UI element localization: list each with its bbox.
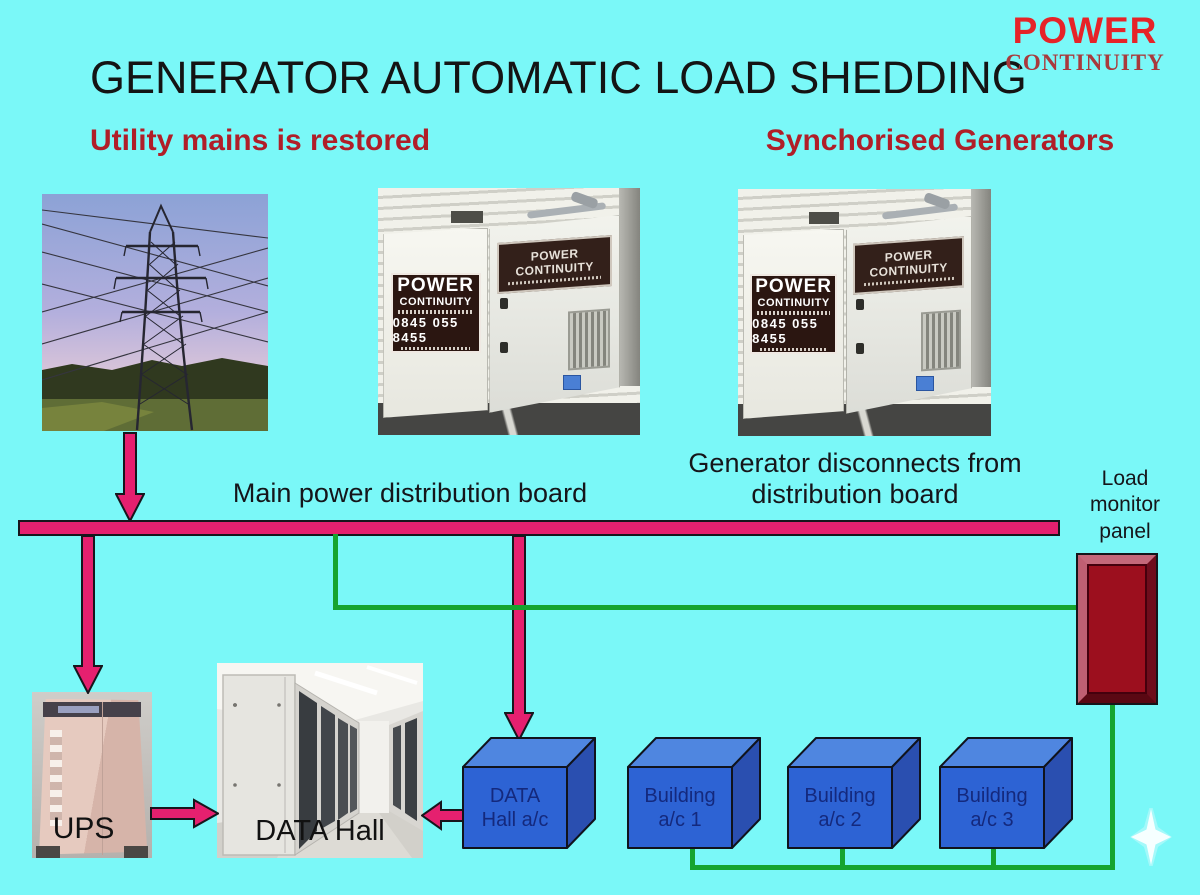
sign-continuity-text: CONTINUITY [757,297,830,310]
data-hall-label: DATA Hall [255,815,385,847]
arrow-bus-to-datahall-ac [504,536,534,741]
ups-door-seam [101,701,103,855]
wire-bus-to-monitor-drop [333,534,338,610]
ups-vents [50,730,62,827]
generator-side-panel: POWER CONTINUITY [845,216,973,414]
exhaust-pipes [527,195,606,220]
rating-sticker [916,376,935,392]
exhaust-pipes [882,196,958,221]
wire-to-load-monitor [333,605,1080,610]
wire-monitor-to-buildings [1110,700,1115,870]
ac-box-label: DATA Hall a/c [481,784,549,831]
sign-continuity-text: CONTINUITY [399,296,472,309]
arrow-ac-to-datahall [421,800,464,831]
logo-word-power: POWER [1012,10,1158,51]
generator-louver-vent [567,308,610,371]
sign-power-text: POWER [755,276,833,298]
building-ac-1-box: Building a/c 1 [627,737,761,849]
ac-box-label: Building a/c 1 [644,784,716,831]
door-latch [855,299,864,311]
wire-building3-drop [991,845,996,870]
generator-disconnect-label: Generator disconnects from distribution … [688,448,1022,510]
wall-pillar [970,189,991,387]
side-sign-brand-text: POWER CONTINUITY [869,246,948,280]
door-latch [855,342,864,354]
arrow-mains-to-bus [115,432,145,522]
ups-foot [35,846,60,858]
sign-fine-print [757,311,831,316]
generator-side-sign: POWER CONTINUITY [853,235,965,296]
ac-box-shape [787,737,921,849]
generator-brand-sign: POWER CONTINUITY 0845 055 8455 [390,273,481,354]
generator-front-door: POWER CONTINUITY 0845 055 8455 [383,227,489,418]
sign-fine-print [401,346,471,350]
data-hall-ac-box: DATA Hall a/c [462,737,596,849]
ups-foot [124,846,149,858]
ups-label: UPS [52,812,115,845]
ac-box-shape [939,737,1073,849]
main-distribution-bus-bar [18,520,1060,536]
sign-power-text: POWER [397,275,475,297]
main-board-label: Main power distribution board [232,478,588,508]
door-latch [499,298,508,310]
logo-word-continuity: CONTINUITY [1005,49,1165,75]
load-monitor-label: Load monitor panel [1089,467,1161,543]
generator-photo-left: POWER CONTINUITY 0845 055 8455 POWER CON… [378,188,640,435]
wire-building1-drop [690,845,695,870]
sign-phone-number: 0845 055 8455 [752,316,819,346]
generator-photo-right: POWER CONTINUITY 0845 055 8455 POWER CON… [738,189,991,436]
door-latch [499,341,508,353]
generator-brand-sign: POWER CONTINUITY 0845 055 8455 [750,274,838,355]
page-title: GENERATOR AUTOMATIC LOAD SHEDDING [90,52,1027,103]
generator-side-panel: POWER CONTINUITY [489,215,621,413]
generator-louver-vent [921,309,962,372]
sign-fine-print [760,347,827,351]
power-continuity-logo: POWER CONTINUITY [995,10,1175,75]
subheading-utility-mains: Utility mains is restored [89,124,431,157]
ac-box-label: Building a/c 3 [956,784,1028,831]
sign-fine-print [397,310,474,315]
side-sign-brand-text: POWER CONTINUITY [515,245,594,279]
ac-box-label: Building a/c 2 [804,784,876,831]
building-ac-2-box: Building a/c 2 [787,737,921,849]
sparkle-icon [1130,808,1172,866]
ac-box-shape [462,737,596,849]
load-monitor-panel [1076,553,1158,705]
roof-block [451,211,483,223]
roof-block [808,212,840,224]
data-hall-photo: DATA Hall [217,663,423,858]
sign-phone-number: 0845 055 8455 [392,315,459,345]
ups-photo: UPS [32,692,152,858]
rating-sticker [562,375,581,391]
wire-buildings-bus [690,865,1115,870]
building-ac-3-box: Building a/c 3 [939,737,1073,849]
generator-front-door: POWER CONTINUITY 0845 055 8455 [743,228,845,419]
ups-control-panel [42,701,142,717]
wall-pillar [619,188,640,386]
utility-pylon-photo [42,194,268,431]
arrow-ups-to-datahall [150,798,219,829]
server-room-graphic [217,663,423,858]
arrow-bus-to-ups [73,536,103,694]
wire-building2-drop [840,845,845,870]
ac-box-shape [627,737,761,849]
generator-side-sign: POWER CONTINUITY [497,234,613,295]
subheading-synchorised-generators: Synchorised Generators [765,124,1115,157]
